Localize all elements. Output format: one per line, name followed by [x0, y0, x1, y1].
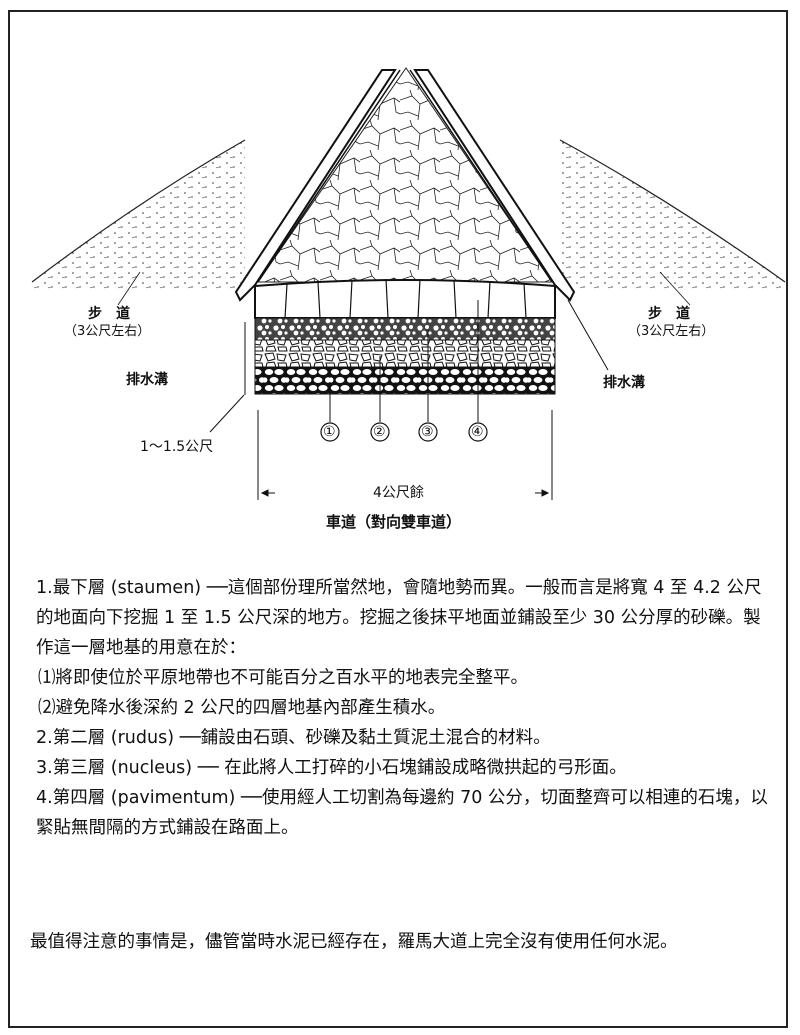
layer-2-description: 2.第二層 (rudus) ──鋪設由石頭、砂礫及黏土質泥土混合的材料。: [36, 728, 551, 748]
road-width-label: 4公尺餘: [373, 485, 424, 501]
layer-2-rudus: [254, 339, 556, 368]
layer-marker-1: ①: [323, 424, 336, 440]
figure-frame: [8, 10, 788, 1028]
sidewalk-right-mound: [560, 140, 785, 290]
curb-right: [413, 69, 576, 302]
sidewalk-right-label: 步 道: [648, 306, 690, 322]
sidewalk-right-width: （3公尺左右）: [628, 324, 715, 339]
layer-1-staumen: [254, 366, 556, 395]
explanation-text: 1.最下層 (staumen) ──這個部份理所當然地，會隨地勢而異。一般而言是…: [36, 573, 776, 843]
road-cross-section-diagram: [31, 67, 786, 500]
layer-marker-3: ③: [421, 424, 434, 440]
conclusion-text: 最值得注意的事情是，儘管當時水泥已經存在，羅馬大道上完全沒有使用任何水泥。: [30, 932, 678, 952]
curb-left: [234, 69, 397, 302]
layer-marker-4: ④: [471, 424, 484, 440]
sidewalk-left-mound: [32, 140, 245, 290]
layer-3-nucleus: [254, 317, 556, 341]
layer-marker-2: ②: [373, 424, 386, 440]
drain-right-label: 排水溝: [603, 375, 645, 391]
layer-4-pavimentum: [254, 278, 556, 319]
layer-1-purpose-2: ⑵避免降水後深約 2 公尺的四層地基內部產生積水。: [38, 698, 446, 718]
sidewalk-left-width: （3公尺左右）: [64, 324, 151, 339]
drain-left-label: 排水溝: [126, 372, 168, 388]
layer-4-description: 4.第四層 (pavimentum) ──使用經人工切割為每邊約 70 公分，切…: [36, 788, 768, 838]
layer-1-description: 1.最下層 (staumen) ──這個部份理所當然地，會隨地勢而異。一般而言是…: [36, 578, 762, 658]
road-surface-perspective: [257, 67, 553, 283]
layer-3-description: 3.第三層 (nucleus) ── 在此將人工打碎的小石塊鋪設成略微拱起的弓形…: [36, 758, 627, 778]
sidewalk-left-label: 步 道: [88, 306, 130, 322]
layer-1-purpose-1: ⑴將即使位於平原地帶也不可能百分之百水平的地表完全整平。: [38, 668, 528, 688]
road-caption: 車道（對向雙車道）: [326, 513, 462, 531]
depth-label: 1～1.5公尺: [140, 439, 214, 455]
